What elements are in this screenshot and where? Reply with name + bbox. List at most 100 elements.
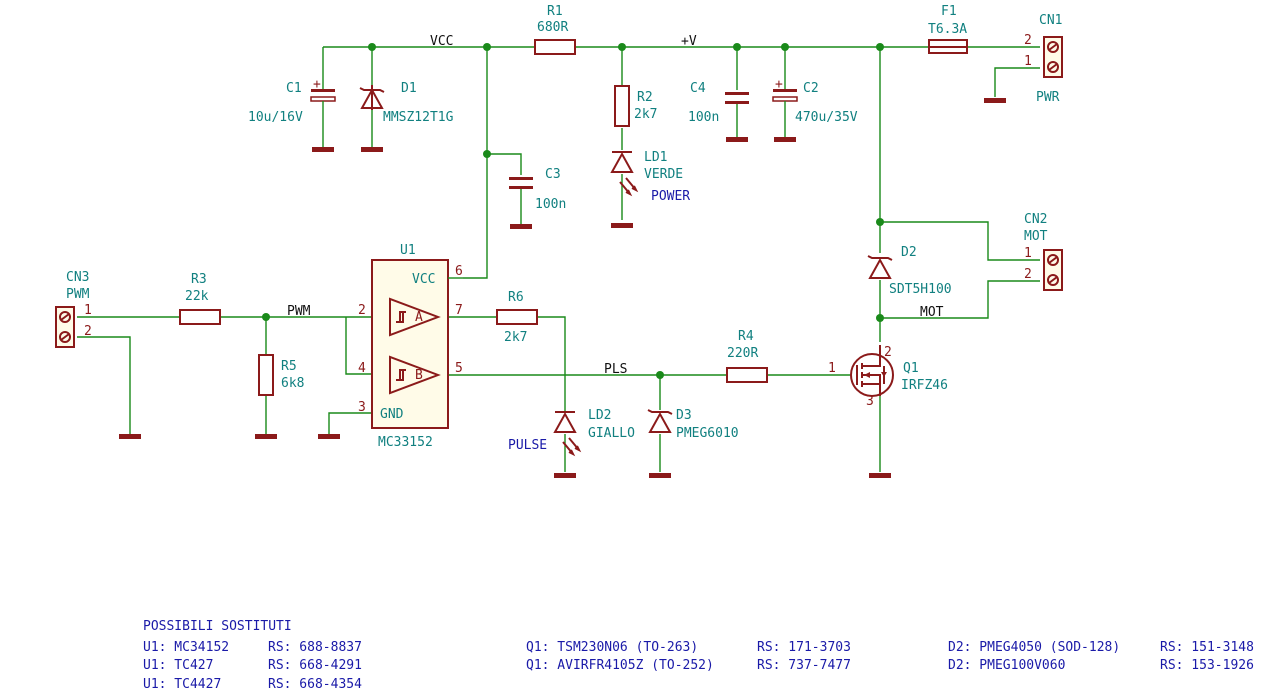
- c4-ref: C4: [690, 81, 706, 96]
- resistor-r4: R4 220R: [726, 329, 768, 383]
- capacitor-c3: C3 100n: [509, 167, 566, 224]
- resistor-r2: R2 2k7: [614, 85, 657, 127]
- ground-icon: [510, 224, 532, 229]
- cn1-pin2: 2: [1024, 33, 1032, 48]
- net-label-pls: PLS: [604, 362, 627, 377]
- note-part: U1: MC34152: [143, 640, 229, 655]
- note-rs: RS: 151-3148: [1160, 640, 1254, 655]
- svg-text:+: +: [313, 77, 321, 92]
- u1-pin6: 6: [455, 264, 463, 279]
- substitutes-note: POSSIBILI SOSTITUTI U1: MC34152 RS: 688-…: [143, 619, 1254, 692]
- junction-dot: [656, 371, 664, 379]
- u1-value: MC33152: [378, 435, 433, 450]
- junction-dot: [876, 43, 884, 51]
- q1-pin3: 3: [866, 394, 874, 409]
- note-rs: RS: 153-1926: [1160, 658, 1254, 673]
- zener-d3: D3 PMEG6010: [647, 408, 739, 441]
- led-ld1: LD1 VERDE POWER: [610, 150, 690, 204]
- u1-vcc-label: VCC: [412, 272, 435, 287]
- ground-icon: [554, 473, 576, 478]
- junction-dot: [618, 43, 626, 51]
- c4-value: 100n: [688, 110, 719, 125]
- ground-icon: [255, 434, 277, 439]
- r6-value: 2k7: [504, 330, 527, 345]
- note-part: Q1: AVIRFR4105Z (TO-252): [526, 658, 714, 673]
- ground-symbols: [119, 98, 1006, 478]
- svg-text:+: +: [775, 77, 783, 92]
- r1-ref: R1: [547, 4, 563, 19]
- u1-pin3: 3: [358, 400, 366, 415]
- net-label-vcc: VCC: [430, 34, 453, 49]
- resistor-r3: R3 22k: [179, 272, 221, 325]
- f1-value: T6.3A: [928, 22, 967, 37]
- d3-ref: D3: [676, 408, 692, 423]
- q1-pin1: 1: [828, 361, 836, 376]
- ld2-label: PULSE: [508, 438, 547, 453]
- r2-ref: R2: [637, 90, 653, 105]
- resistor-r6: R6 2k7: [496, 290, 538, 345]
- connector-cn2: 1 2 CN2 MOT: [1024, 212, 1063, 291]
- capacitor-c4: C4 100n: [688, 81, 749, 137]
- junctions: [262, 43, 884, 379]
- f1-ref: F1: [941, 4, 957, 19]
- q1-pin2: 2: [884, 345, 892, 360]
- junction-dot: [262, 313, 270, 321]
- c2-ref: C2: [803, 81, 819, 96]
- c3-value: 100n: [535, 197, 566, 212]
- u1-pin4: 4: [358, 361, 366, 376]
- note-rs: RS: 668-4354: [268, 677, 362, 692]
- note-rs: RS: 171-3703: [757, 640, 851, 655]
- q1-value: IRFZ46: [901, 378, 948, 393]
- ground-icon: [361, 147, 383, 152]
- r2-value: 2k7: [634, 107, 657, 122]
- r5-ref: R5: [281, 359, 297, 374]
- resistor-r1: R1 680R: [534, 4, 576, 55]
- note-part: U1: TC427: [143, 658, 213, 673]
- c2-value: 470u/35V: [795, 110, 858, 125]
- junction-dot: [368, 43, 376, 51]
- junction-dot: [876, 218, 884, 226]
- note-rs: RS: 737-7477: [757, 658, 851, 673]
- ground-icon: [611, 223, 633, 228]
- connector-cn1: 2 1 CN1 PWR: [1024, 13, 1063, 105]
- capacitor-c2: + C2 470u/35V: [772, 77, 858, 137]
- c3-ref: C3: [545, 167, 561, 182]
- c1-ref: C1: [286, 81, 302, 96]
- zener-d2: D2 SDT5H100: [867, 245, 952, 297]
- net-label-plus-v: +V: [681, 34, 697, 49]
- cn2-pin2: 2: [1024, 267, 1032, 282]
- ground-icon: [984, 98, 1006, 103]
- mosfet-q1: 1 2 3 Q1 IRFZ46: [828, 345, 948, 409]
- note-rs: RS: 668-4291: [268, 658, 362, 673]
- cn3-ref: CN3: [66, 270, 89, 285]
- r6-ref: R6: [508, 290, 524, 305]
- note-part: U1: TC4427: [143, 677, 221, 692]
- u1-pin7: 7: [455, 303, 463, 318]
- r5-value: 6k8: [281, 376, 304, 391]
- d2-ref: D2: [901, 245, 917, 260]
- ld1-label: POWER: [651, 189, 690, 204]
- ic-u1: A B VCC GND 2 4 3 6 7 5 U1 MC33152: [358, 243, 463, 450]
- capacitor-c1: + C1 10u/16V: [248, 77, 336, 147]
- note-rs: RS: 688-8837: [268, 640, 362, 655]
- ground-icon: [869, 473, 891, 478]
- cn3-pin1: 1: [84, 303, 92, 318]
- ground-icon: [318, 434, 340, 439]
- cn3-value: PWM: [66, 287, 90, 302]
- u1-pin5: 5: [455, 361, 463, 376]
- ground-icon: [119, 434, 141, 439]
- junction-dot: [733, 43, 741, 51]
- cn2-pin1: 1: [1024, 246, 1032, 261]
- r4-value: 220R: [727, 346, 758, 361]
- ld2-value: GIALLO: [588, 426, 635, 441]
- u1-gate-a: A: [415, 310, 423, 325]
- connector-cn3: 1 2 CN3 PWM: [55, 270, 92, 348]
- cn1-ref: CN1: [1039, 13, 1062, 28]
- junction-dot: [781, 43, 789, 51]
- u1-pin2: 2: [358, 303, 366, 318]
- cn2-value: MOT: [1024, 229, 1048, 244]
- net-label-pwm: PWM: [287, 304, 311, 319]
- ground-icon: [774, 137, 796, 142]
- note-part: D2: PMEG100V060: [948, 658, 1065, 673]
